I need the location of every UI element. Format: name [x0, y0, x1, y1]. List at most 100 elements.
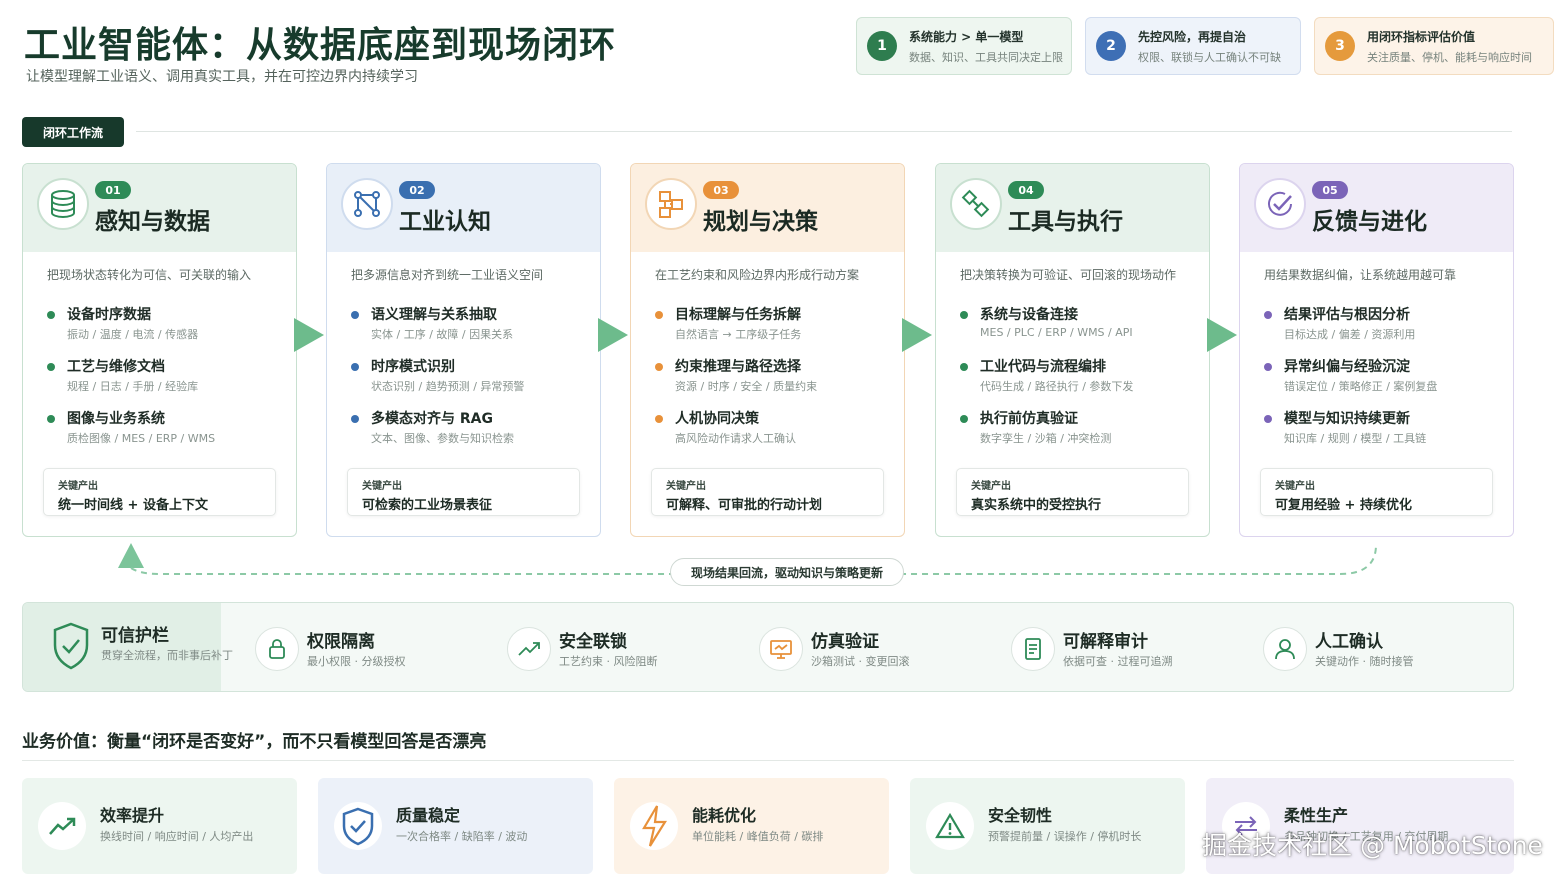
stage-title: 反馈与进化 [1312, 209, 1427, 235]
stage-item: 语义理解与关系抽取 实体 / 工序 / 故障 / 因果关系 [351, 304, 591, 344]
bullet-dot [351, 363, 359, 371]
value-card-sub: 预警提前量 / 误操作 / 停机时长 [988, 830, 1142, 843]
flow-icon [645, 178, 697, 230]
guardrail-title: 可信护栏 [101, 626, 169, 646]
feedback-arrow-head [118, 543, 144, 568]
stage-item-sub: 状态识别 / 趋势预测 / 异常预警 [371, 380, 525, 393]
principle-title: 先控风险，再提自治 [1138, 29, 1247, 44]
tools-icon [950, 178, 1002, 230]
bullet-dot [1264, 415, 1272, 423]
stage-output-box: 关键产出 真实系统中的受控执行 [956, 468, 1189, 516]
monitor-icon [759, 627, 803, 671]
guardrail-item-title: 可解释审计 [1063, 632, 1148, 652]
principle-desc: 关注质量、停机、能耗与响应时间 [1367, 50, 1532, 64]
value-section-title: 业务价值：衡量“闭环是否变好”，而不只看模型回答是否漂亮 [22, 732, 487, 752]
principle-desc: 数据、知识、工具共同决定上限 [909, 50, 1063, 64]
feedback-loop-label: 现场结果回流，驱动知识与策略更新 [670, 558, 904, 586]
bullet-dot [351, 311, 359, 319]
stage-item-title: 异常纠偏与经验沉淀 [1284, 359, 1410, 375]
stage-item: 结果评估与根因分析 目标达成 / 偏差 / 资源利用 [1264, 304, 1504, 344]
stage-header: 03 规划与决策 [631, 164, 904, 252]
stage-item-title: 结果评估与根因分析 [1284, 307, 1410, 323]
bullet-dot [47, 363, 55, 371]
stage-title: 工具与执行 [1008, 209, 1123, 235]
stage-item: 工业代码与流程编排 代码生成 / 路径执行 / 参数下发 [960, 356, 1200, 396]
stage-flow-arrow [598, 318, 628, 352]
stage-desc: 把多源信息对齐到统一工业语义空间 [351, 268, 544, 282]
stage-header: 05 反馈与进化 [1240, 164, 1513, 252]
guardrail-bar: 可信护栏 贯穿全流程，而非事后补丁 权限隔离 最小权限 · 分级授权 安全联锁 … [22, 602, 1514, 692]
principle-pill-2: 2 先控风险，再提自治 权限、联锁与人工确认不可缺 [1085, 17, 1301, 75]
user-icon [1263, 627, 1307, 671]
guardrail-item-sub: 工艺约束 · 风险阻断 [559, 655, 658, 668]
stage-output-value: 可检索的工业场景表征 [362, 498, 493, 513]
value-card-sub: 单位能耗 / 峰值负荷 / 碳排 [692, 830, 824, 843]
watermark: 掘金技术社区 @ MobotStone [1202, 831, 1543, 860]
stage-title: 工业认知 [399, 209, 491, 235]
stage-item-sub: 文本、图像、参数与知识检索 [371, 432, 514, 445]
stage-item: 异常纠偏与经验沉淀 错误定位 / 策略修正 / 案例复盘 [1264, 356, 1504, 396]
guardrail-item-sub: 依据可查 · 过程可追溯 [1063, 655, 1173, 668]
switch-icon [1222, 802, 1270, 850]
stage-card: 02 工业认知 把多源信息对齐到统一工业语义空间 语义理解与关系抽取 实体 / … [326, 163, 601, 537]
principle-title: 用闭环指标评估价值 [1367, 29, 1476, 44]
stage-item-sub: 知识库 / 规则 / 模型 / 工具链 [1284, 432, 1427, 445]
stage-title: 感知与数据 [95, 209, 210, 235]
stage-header: 04 工具与执行 [936, 164, 1209, 252]
shield-check-icon [334, 802, 382, 850]
warning-icon [926, 802, 974, 850]
stage-item: 时序模式识别 状态识别 / 趋势预测 / 异常预警 [351, 356, 591, 396]
stage-item: 模型与知识持续更新 知识库 / 规则 / 模型 / 工具链 [1264, 408, 1504, 448]
page-subtitle: 让模型理解工业语义、调用真实工具，并在可控边界内持续学习 [26, 69, 418, 85]
guardrail-sub: 贯穿全流程，而非事后补丁 [101, 649, 233, 662]
stage-item-title: 人机协同决策 [675, 411, 759, 427]
stage-item: 约束推理与路径选择 资源 / 时序 / 安全 / 质量约束 [655, 356, 895, 396]
stage-output-label: 关键产出 [971, 481, 1011, 492]
stage-header: 01 感知与数据 [23, 164, 296, 252]
stage-output-box: 关键产出 可解释、可审批的行动计划 [651, 468, 884, 516]
stage-item: 工艺与维修文档 规程 / 日志 / 手册 / 经验库 [47, 356, 287, 396]
stage-item-title: 图像与业务系统 [67, 411, 165, 427]
section-divider [136, 131, 1512, 132]
guardrail-item-sub: 沙箱测试 · 变更回滚 [811, 655, 910, 668]
stage-item-sub: 实体 / 工序 / 故障 / 因果关系 [371, 328, 514, 341]
value-card: 能耗优化 单位能耗 / 峰值负荷 / 碳排 [614, 778, 889, 874]
stage-output-box: 关键产出 可复用经验 + 持续优化 [1260, 468, 1493, 516]
value-card: 安全韧性 预警提前量 / 误操作 / 停机时长 [910, 778, 1185, 874]
stage-item-sub: 自然语言 → 工序级子任务 [675, 328, 802, 341]
stage-item: 人机协同决策 高风险动作请求人工确认 [655, 408, 895, 448]
trend-up-icon [38, 802, 86, 850]
check-circle-icon [1254, 178, 1306, 230]
stage-item-title: 模型与知识持续更新 [1284, 411, 1410, 427]
stage-item-title: 目标理解与任务拆解 [675, 307, 801, 323]
network-icon [341, 178, 393, 230]
stage-output-label: 关键产出 [1275, 481, 1315, 492]
stage-item-sub: 错误定位 / 策略修正 / 案例复盘 [1284, 380, 1438, 393]
stage-item-title: 多模态对齐与 RAG [371, 411, 493, 427]
bullet-dot [655, 363, 663, 371]
principle-pill-3: 3 用闭环指标评估价值 关注质量、停机、能耗与响应时间 [1314, 17, 1554, 75]
guardrail-item-title: 安全联锁 [559, 632, 627, 652]
stage-output-box: 关键产出 统一时间线 + 设备上下文 [43, 468, 276, 516]
bullet-dot [655, 311, 663, 319]
stage-flow-arrow [1207, 318, 1237, 352]
stage-number-badge: 03 [703, 181, 739, 199]
stage-title: 规划与决策 [703, 209, 818, 235]
principle-desc: 权限、联锁与人工确认不可缺 [1138, 50, 1281, 64]
bullet-dot [47, 415, 55, 423]
bullet-dot [1264, 311, 1272, 319]
value-card: 质量稳定 一次合格率 / 缺陷率 / 波动 [318, 778, 593, 874]
stage-item-title: 系统与设备连接 [980, 307, 1078, 323]
value-card-sub: 多品种切换 / 工艺复用 / 交付周期 [1284, 830, 1449, 843]
bullet-dot [960, 415, 968, 423]
stage-item-title: 执行前仿真验证 [980, 411, 1078, 427]
trend-icon [507, 627, 551, 671]
stage-output-value: 可复用经验 + 持续优化 [1275, 498, 1412, 513]
stage-output-label: 关键产出 [58, 481, 98, 492]
stage-header: 02 工业认知 [327, 164, 600, 252]
stage-item-title: 设备时序数据 [67, 307, 151, 323]
stage-item-sub: MES / PLC / ERP / WMS / API [980, 326, 1133, 339]
shield-icon [51, 621, 91, 671]
value-card-title: 柔性生产 [1284, 806, 1349, 825]
stage-desc: 把决策转换为可验证、可回滚的现场动作 [960, 268, 1177, 282]
